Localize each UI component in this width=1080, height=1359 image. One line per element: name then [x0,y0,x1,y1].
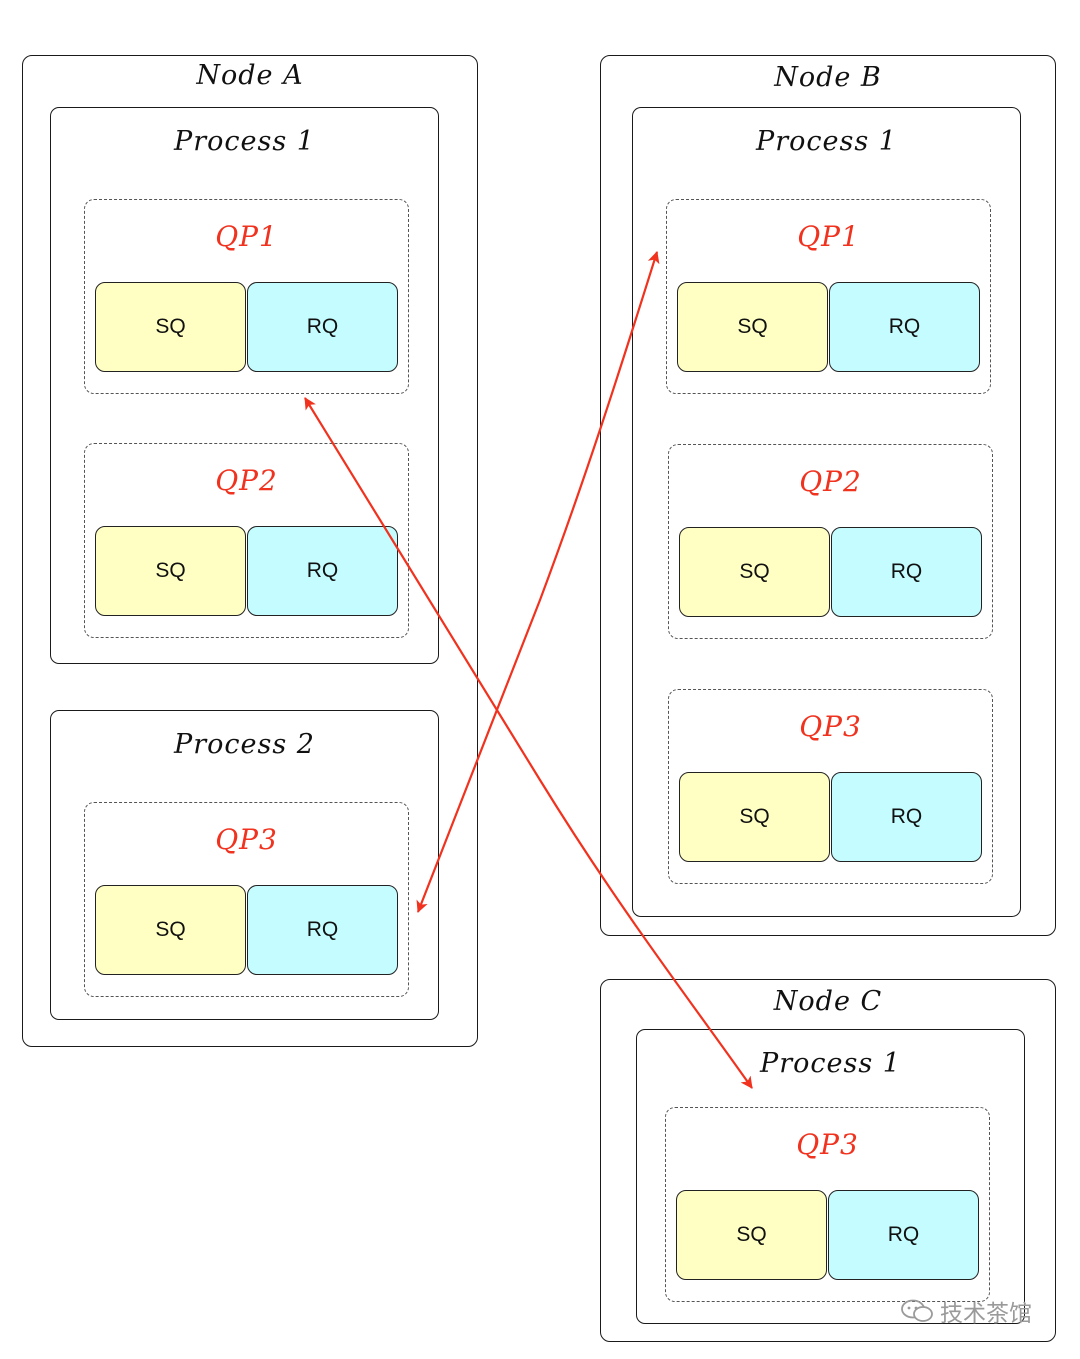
node-a: Node A Process 1 QP1 SQ RQ QP2 SQ RQ Pro… [22,55,478,1047]
receive-queue: RQ [247,885,398,975]
qp-box: QP1 SQ RQ [666,199,991,394]
receive-queue: RQ [247,282,398,372]
send-queue: SQ [677,282,828,372]
process-box: Process 2 QP3 SQ RQ [50,710,439,1020]
qp-label: QP3 [796,1128,859,1161]
qp-box: QP3 SQ RQ [668,689,993,884]
receive-queue: RQ [829,282,980,372]
watermark: 技术茶馆 [900,1294,1032,1328]
send-queue: SQ [95,282,246,372]
process-box: Process 1 QP3 SQ RQ [636,1029,1025,1324]
receive-queue: RQ [828,1190,979,1280]
process-box: Process 1 QP1 SQ RQ QP2 SQ RQ [50,107,439,664]
qp-box: QP2 SQ RQ [668,444,993,639]
qp-label: QP3 [215,823,278,856]
send-queue: SQ [679,527,830,617]
qp-label: QP3 [799,710,862,743]
send-queue: SQ [679,772,830,862]
process-title: Process 1 [760,1048,901,1079]
node-b: Node B Process 1 QP1 SQ RQ QP2 SQ RQ QP3… [600,55,1056,936]
qp-box: QP1 SQ RQ [84,199,409,394]
qp-box: QP2 SQ RQ [84,443,409,638]
node-title: Node C [773,986,883,1017]
qp-label: QP2 [215,464,278,497]
send-queue: SQ [95,526,246,616]
qp-box: QP3 SQ RQ [84,802,409,997]
receive-queue: RQ [831,772,982,862]
qp-label: QP1 [215,220,278,253]
process-title: Process 2 [174,729,315,760]
process-title: Process 1 [174,126,315,157]
send-queue: SQ [95,885,246,975]
receive-queue: RQ [247,526,398,616]
wechat-icon [901,1299,933,1322]
watermark-text: 技术茶馆 [940,1301,1032,1327]
process-title: Process 1 [756,126,897,157]
qp-label: QP2 [799,465,862,498]
receive-queue: RQ [831,527,982,617]
send-queue: SQ [676,1190,827,1280]
process-box: Process 1 QP1 SQ RQ QP2 SQ RQ QP3 SQ RQ [632,107,1021,917]
node-title: Node A [196,60,304,91]
qp-box: QP3 SQ RQ [665,1107,990,1302]
qp-label: QP1 [797,220,860,253]
node-c: Node C Process 1 QP3 SQ RQ [600,979,1056,1342]
node-title: Node B [774,62,882,93]
